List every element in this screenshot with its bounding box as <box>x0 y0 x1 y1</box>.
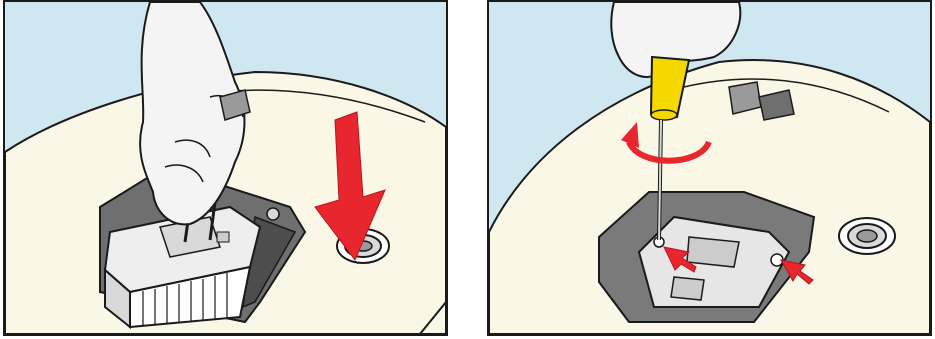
illustration-insert-lamp <box>5 2 446 334</box>
lens-ring-icon <box>839 218 895 254</box>
panel-tighten-screws <box>487 0 932 336</box>
panel-insert-lamp <box>3 0 448 336</box>
illustration-tighten-screws <box>489 2 930 334</box>
